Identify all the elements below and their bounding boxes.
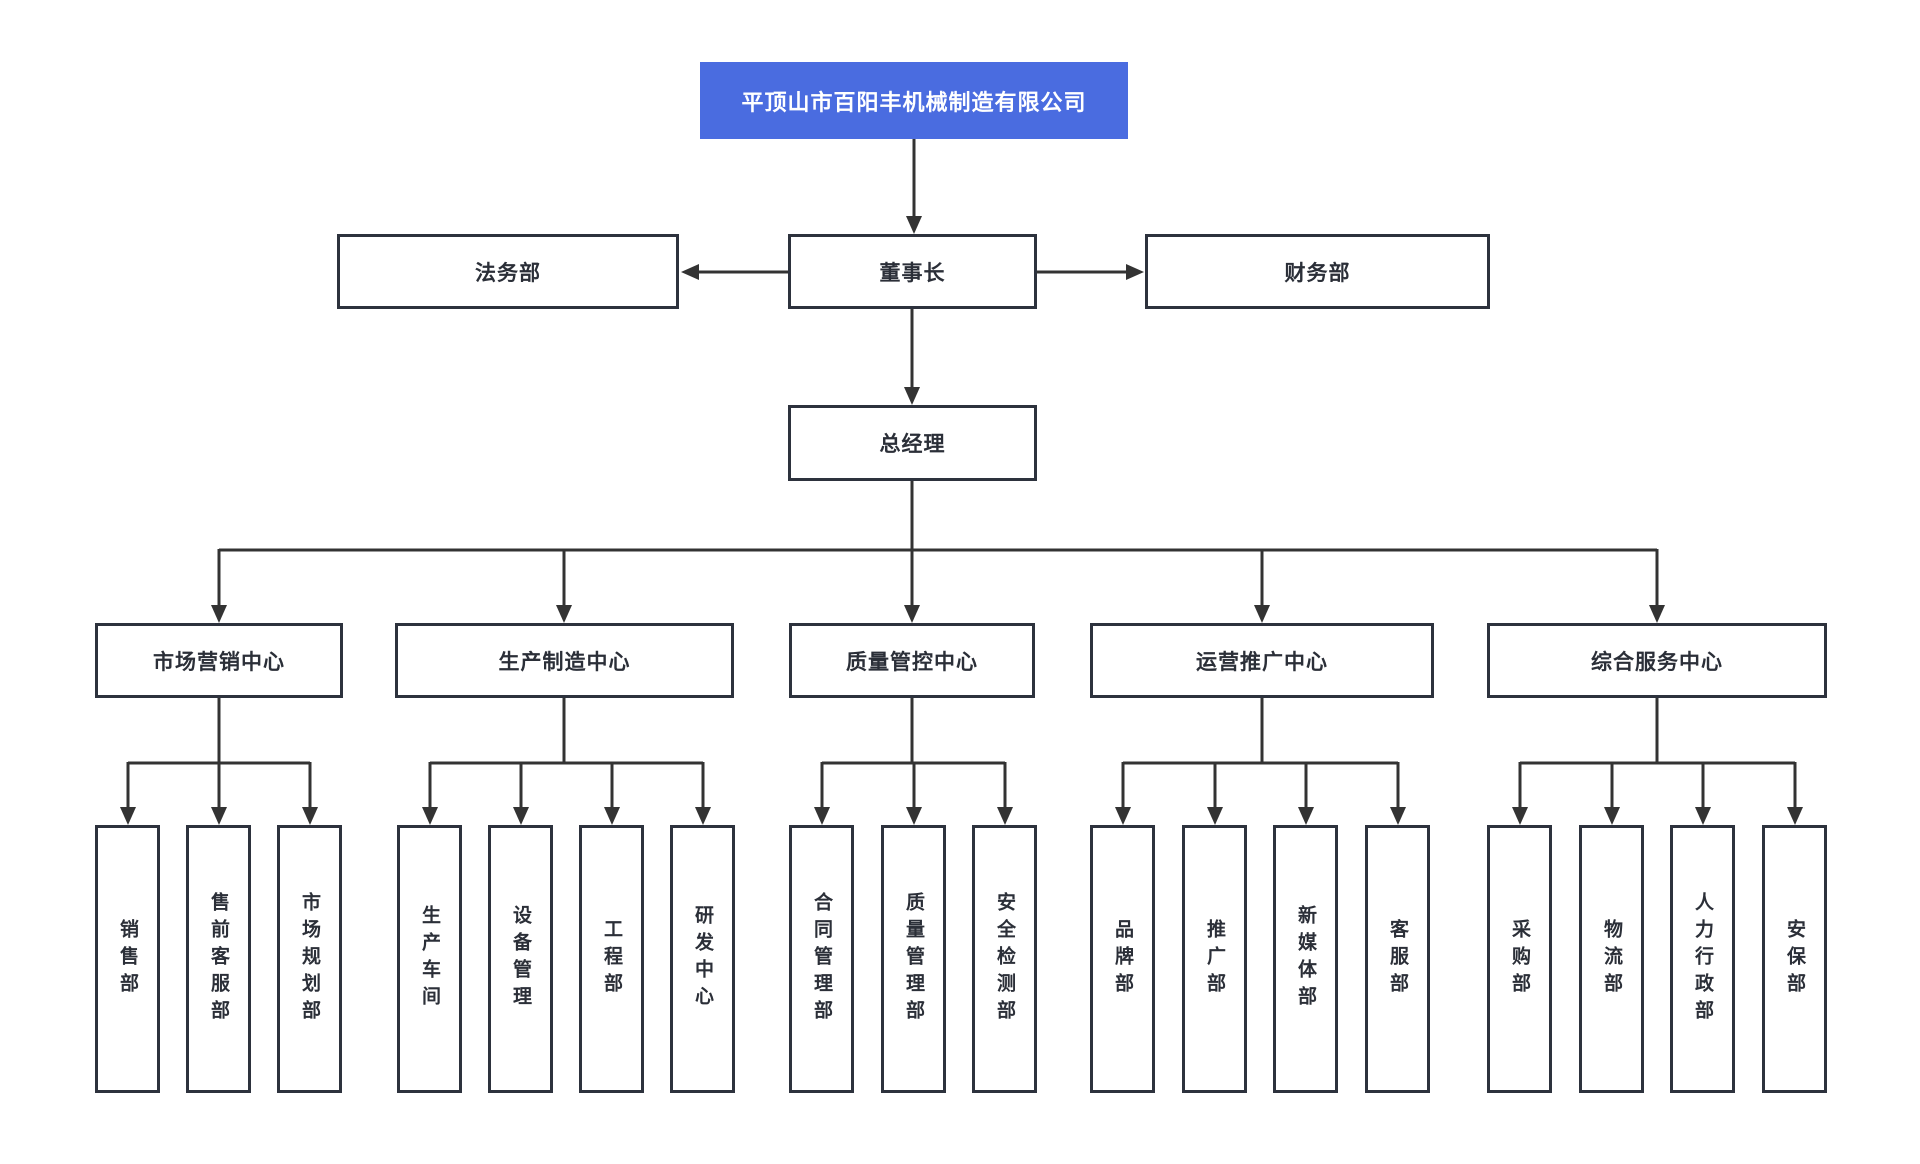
brand-dept-label: 品牌部 [1112, 918, 1133, 1000]
contract-mgmt-dept-label: 合同管理部 [811, 891, 832, 1027]
engineering-dept-box: 工程部 [579, 825, 644, 1093]
market-planning-dept-label: 市场规划部 [299, 891, 320, 1027]
chairman-label: 董事长 [879, 261, 946, 285]
marketing-center-label: 市场营销中心 [153, 650, 285, 674]
hr-admin-dept-label: 人力行政部 [1692, 891, 1713, 1027]
new-media-dept-label: 新媒体部 [1295, 905, 1316, 1013]
quality-mgmt-dept-box: 质量管理部 [881, 825, 946, 1093]
sales-dept-label: 销售部 [117, 918, 138, 1000]
contract-mgmt-dept-box: 合同管理部 [789, 825, 854, 1093]
brand-dept-box: 品牌部 [1090, 825, 1155, 1093]
chairman-box: 董事长 [788, 234, 1037, 309]
sales-dept-box: 销售部 [95, 825, 160, 1093]
company-root-label: 平顶山市百阳丰机械制造有限公司 [741, 89, 1087, 115]
promotion-dept-box: 推广部 [1182, 825, 1247, 1093]
engineering-dept-label: 工程部 [601, 918, 622, 1000]
hr-admin-dept-box: 人力行政部 [1670, 825, 1735, 1093]
production-workshop-box: 生产车间 [397, 825, 462, 1093]
security-dept-box: 安保部 [1762, 825, 1827, 1093]
legal-dept-label: 法务部 [475, 261, 541, 285]
equipment-mgmt-label: 设备管理 [510, 905, 531, 1013]
operations-center-box: 运营推广中心 [1090, 623, 1434, 698]
operations-center-label: 运营推广中心 [1196, 650, 1328, 674]
logistics-dept-label: 物流部 [1601, 918, 1622, 1000]
promotion-dept-label: 推广部 [1204, 918, 1225, 1000]
equipment-mgmt-box: 设备管理 [488, 825, 553, 1093]
services-center-box: 综合服务中心 [1487, 623, 1827, 698]
rd-center-box: 研发中心 [670, 825, 735, 1093]
production-center-box: 生产制造中心 [395, 623, 734, 698]
presales-service-dept-box: 售前客服部 [186, 825, 251, 1093]
market-planning-dept-box: 市场规划部 [277, 825, 342, 1093]
legal-dept-box: 法务部 [337, 234, 679, 309]
quality-mgmt-dept-label: 质量管理部 [903, 891, 924, 1027]
procurement-dept-label: 采购部 [1509, 918, 1530, 1000]
quality-center-label: 质量管控中心 [846, 650, 978, 674]
production-workshop-label: 生产车间 [419, 905, 440, 1013]
safety-inspection-dept-label: 安全检测部 [994, 891, 1015, 1027]
company-root-box: 平顶山市百阳丰机械制造有限公司 [700, 62, 1128, 139]
finance-dept-box: 财务部 [1145, 234, 1490, 309]
new-media-dept-box: 新媒体部 [1273, 825, 1338, 1093]
production-center-label: 生产制造中心 [498, 650, 631, 674]
procurement-dept-box: 采购部 [1487, 825, 1552, 1093]
general-manager-box: 总经理 [788, 405, 1037, 481]
general-manager-label: 总经理 [879, 433, 946, 456]
marketing-center-box: 市场营销中心 [95, 623, 343, 698]
logistics-dept-box: 物流部 [1579, 825, 1644, 1093]
finance-dept-label: 财务部 [1284, 261, 1351, 285]
presales-service-dept-label: 售前客服部 [208, 891, 229, 1027]
quality-center-box: 质量管控中心 [789, 623, 1035, 698]
services-center-label: 综合服务中心 [1591, 650, 1723, 674]
customer-service-dept-label: 客服部 [1387, 918, 1408, 1000]
customer-service-dept-box: 客服部 [1365, 825, 1430, 1093]
security-dept-label: 安保部 [1784, 918, 1805, 1000]
safety-inspection-dept-box: 安全检测部 [972, 825, 1037, 1093]
rd-center-label: 研发中心 [692, 905, 713, 1013]
